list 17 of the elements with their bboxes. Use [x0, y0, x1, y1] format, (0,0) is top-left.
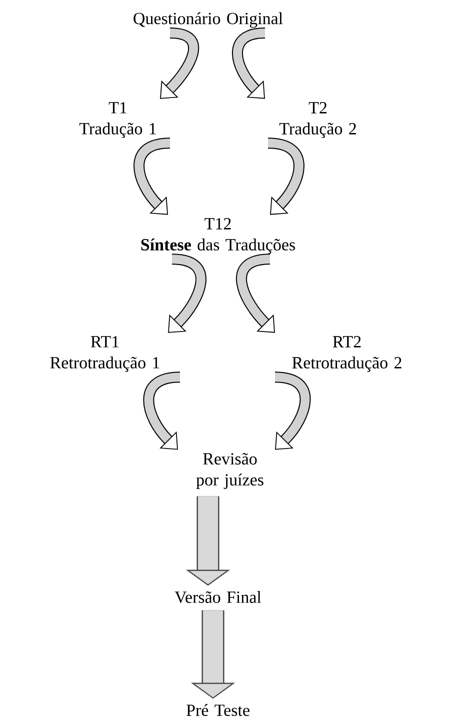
step-label: T1 Tradução 1	[79, 102, 156, 138]
curved-arrow	[236, 254, 275, 333]
curved-arrow	[134, 138, 170, 215]
step-label: Revisão por juízes	[196, 452, 264, 490]
step-label: T2 Tradução 2	[279, 102, 356, 138]
step-label: T12 Síntese das Traduções	[141, 218, 295, 254]
step-label: Questionário Original	[134, 12, 283, 28]
step-label: Versão Final	[174, 590, 262, 604]
curved-arrow	[143, 372, 180, 450]
curved-arrow	[168, 254, 206, 333]
step-label: RT2 Retrotradução 2	[292, 336, 402, 372]
curved-arrow	[232, 27, 266, 99]
step-label: Pré Teste	[186, 704, 250, 716]
curved-arrow	[268, 138, 304, 215]
curved-arrow	[160, 27, 200, 99]
curved-arrow	[274, 372, 311, 450]
step-label: RT1 Retrotradução 1	[50, 336, 160, 372]
